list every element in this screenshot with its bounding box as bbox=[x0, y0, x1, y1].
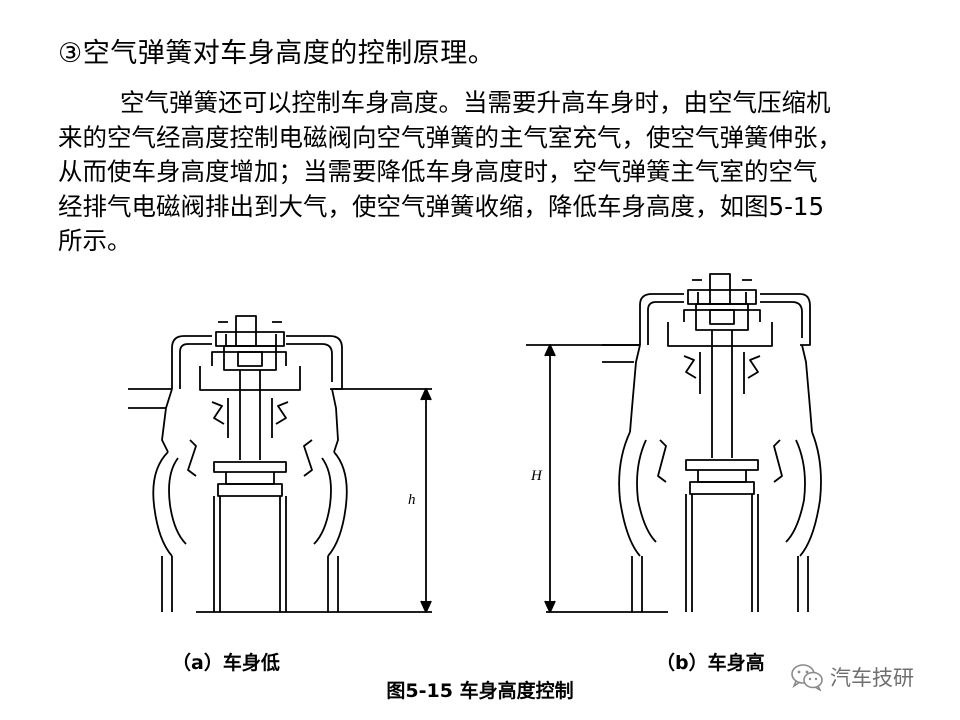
dimension-label-low: h bbox=[408, 492, 416, 508]
caption-b: （b）车身高 bbox=[656, 652, 765, 674]
dimension-high bbox=[544, 344, 556, 613]
slide-heading: ③空气弹簧对车身高度的控制原理。 bbox=[58, 38, 496, 69]
watermark-text: 汽车技研 bbox=[830, 666, 914, 690]
dimension-low bbox=[420, 388, 432, 613]
paragraph-line: 来的空气经高度控制电磁阀向空气弹簧的主气室充气，使空气弹簧伸张， bbox=[58, 122, 842, 152]
body-paragraph: 空气弹簧还可以控制车身高度。当需要升高车身时，由空气压缩机 来的空气经高度控制电… bbox=[58, 86, 908, 259]
air-spring-low bbox=[128, 315, 432, 613]
paragraph-line: 从而使车身高度增加；当需要降低车身高度时，空气弹簧主气室的空气 bbox=[58, 157, 818, 186]
dimension-label-high: H bbox=[530, 468, 543, 484]
paragraph-line: 空气弹簧还可以控制车身高度。当需要升高车身时，由空气压缩机 bbox=[120, 88, 831, 117]
caption-a: （a）车身低 bbox=[172, 652, 280, 674]
watermark: 汽车技研 bbox=[790, 662, 914, 692]
paragraph-line: 经排气电磁阀排出到大气，使空气弹簧收缩，降低车身高度，如图5-15 bbox=[58, 191, 825, 221]
wechat-icon bbox=[791, 664, 823, 691]
paragraph-line: 所示。 bbox=[58, 226, 132, 255]
air-spring-high bbox=[526, 273, 822, 613]
figure-caption: 图5-15 车身高度控制 bbox=[386, 680, 574, 702]
